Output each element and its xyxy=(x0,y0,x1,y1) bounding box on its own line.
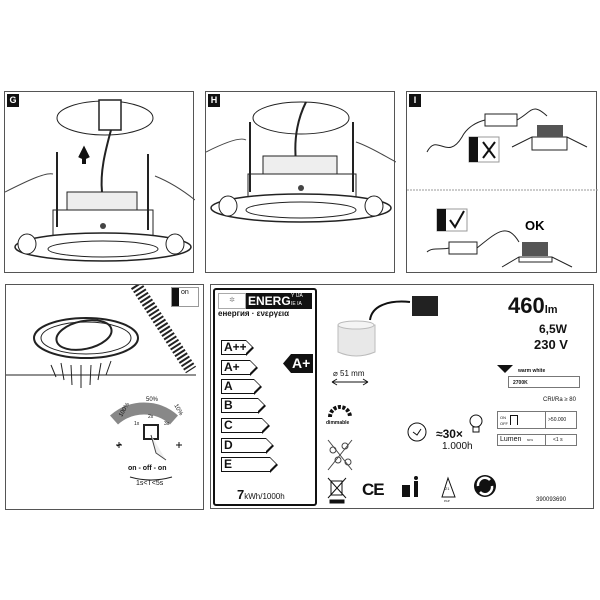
dimming-panel: on 100% 50% 10% 1x 2x 3x on - off - on 1… xyxy=(5,284,204,510)
class-a: A xyxy=(221,379,262,395)
cri-value: CRI/Ra ≥ 80 xyxy=(543,397,576,403)
class-a-plus-plus: A++ xyxy=(221,340,254,356)
switch-timing: 1s<T<5s xyxy=(136,480,164,487)
press-3x: 3x xyxy=(164,421,170,427)
energy-label: ✲ ENERG Y IJA IE IA енергия · ενεργεια A… xyxy=(213,288,317,506)
class-b: B xyxy=(221,398,266,414)
press-2x: 2x xyxy=(148,414,154,420)
warning-switch-on-icon: on xyxy=(171,287,199,307)
energy-consumption: 7kWh/1000h xyxy=(237,487,285,502)
power-rating: 6,5W xyxy=(539,322,568,336)
step-i-panel: I OK xyxy=(406,91,598,273)
lifetime-hours: 1.000h xyxy=(442,441,473,452)
energy-header: ENERG xyxy=(248,294,291,308)
recycle-code: 21 xyxy=(445,486,450,491)
dimming-illustration xyxy=(6,285,197,481)
connection-illustration: OK xyxy=(407,108,598,268)
energy-header-suffix: Y IJA xyxy=(291,293,303,299)
color-name: warm white xyxy=(518,368,546,374)
diameter-label: ⌀ 51 mm xyxy=(333,369,365,378)
lumen-output: 460lm xyxy=(508,293,558,318)
eu-flag-icon: ✲ xyxy=(218,293,246,309)
step-g-panel: G xyxy=(4,91,195,273)
press-1x: 1x xyxy=(134,421,140,427)
switch-on-label: on xyxy=(181,289,189,296)
ce-mark: CE xyxy=(362,480,385,499)
energy-rating-badge: A+ xyxy=(283,354,313,373)
level-50: 50% xyxy=(146,397,159,403)
class-d: D xyxy=(221,438,274,454)
warning-cross-icon xyxy=(468,136,500,163)
energy-header-suffix: IE IA xyxy=(291,301,302,307)
recycle-material: PAP xyxy=(444,499,450,503)
step-tag: I xyxy=(409,94,421,107)
switch-cycles-box: ON OFF >50.000 xyxy=(497,411,577,429)
class-a-plus: A+ xyxy=(221,360,258,376)
step-tag: H xyxy=(208,94,220,107)
class-c: C xyxy=(221,418,270,434)
step-h-panel: H xyxy=(205,91,396,273)
class-e: E xyxy=(221,457,278,473)
step-tag: G xyxy=(7,94,19,107)
insert-driver-illustration xyxy=(206,101,396,223)
ok-label: OK xyxy=(525,218,545,233)
energy-subtitle: енергия · ενεργεια xyxy=(218,309,290,318)
switch-sequence: on - off - on xyxy=(128,465,167,472)
article-number: 390093690 xyxy=(536,497,567,503)
warning-check-icon xyxy=(436,208,468,232)
lumen-warmup-box: Lumen 60% <1 s xyxy=(497,434,577,446)
lifetime-factor: ≈30× xyxy=(436,427,463,441)
color-temp-box: 2700K xyxy=(508,376,580,388)
remove-driver-illustration xyxy=(5,99,195,262)
voltage-rating: 230 V xyxy=(534,337,568,352)
dimmable-label: dimmable xyxy=(326,420,350,426)
